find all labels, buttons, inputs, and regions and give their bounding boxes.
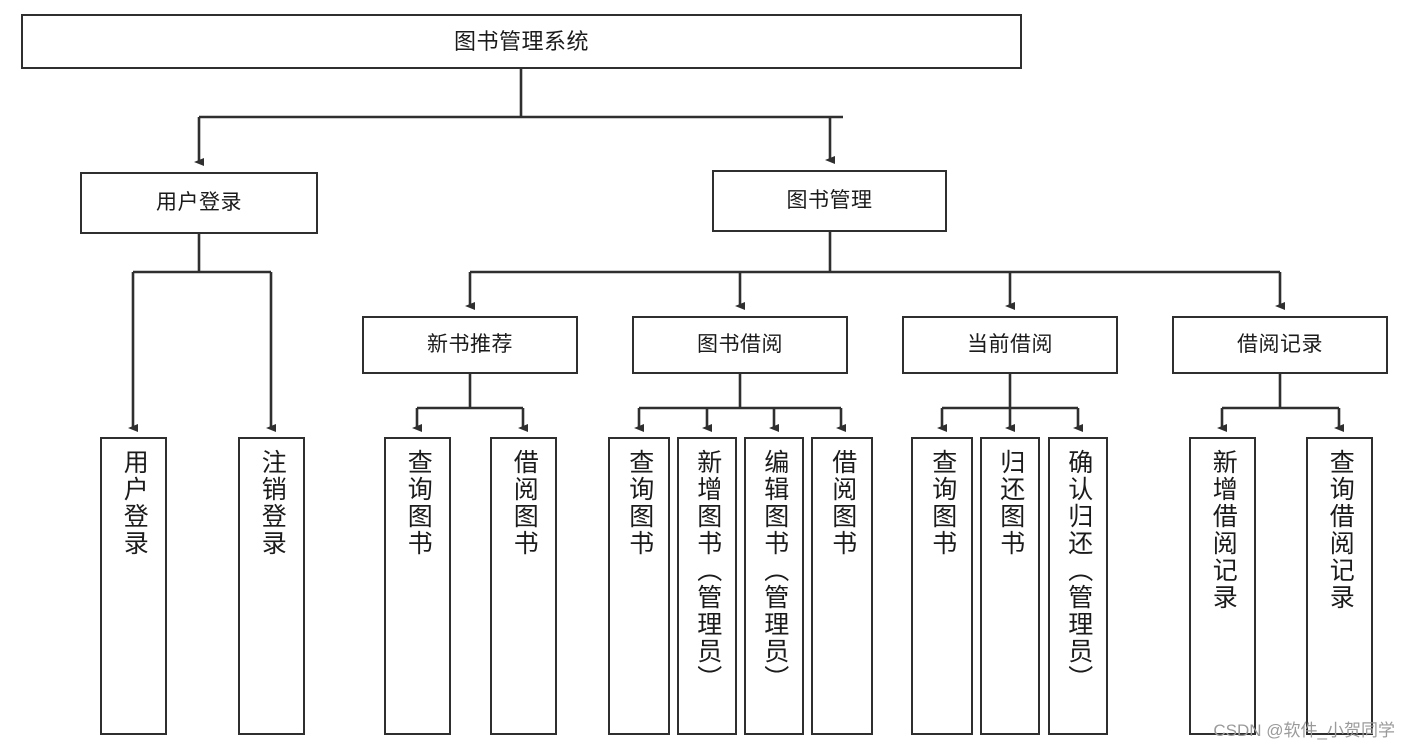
node-new-book-rec[interactable]: 新书推荐 — [362, 316, 578, 374]
node-root[interactable]: 图书管理系统 — [21, 14, 1022, 69]
node-book-manage-label: 图书管理 — [786, 188, 873, 212]
node-leaf-current-return-book[interactable]: 归还图书 — [980, 437, 1040, 735]
node-leaf-borrow-borrow-book-label: 借阅图书 — [828, 449, 857, 557]
node-leaf-record-query[interactable]: 查询借阅记录 — [1306, 437, 1373, 735]
node-leaf-current-query-book-label: 查询图书 — [928, 449, 957, 557]
node-user-login[interactable]: 用户登录 — [80, 172, 318, 234]
node-current-borrow-label: 当前借阅 — [967, 332, 1053, 356]
node-user-login-label: 用户登录 — [156, 190, 242, 214]
node-book-borrow-label: 图书借阅 — [697, 332, 783, 356]
node-book-borrow[interactable]: 图书借阅 — [632, 316, 848, 374]
node-borrow-record[interactable]: 借阅记录 — [1172, 316, 1388, 374]
node-leaf-rec-borrow-book-label: 借阅图书 — [510, 449, 539, 557]
node-leaf-current-query-book[interactable]: 查询图书 — [911, 437, 973, 735]
node-leaf-user-login[interactable]: 用户登录 — [100, 437, 167, 735]
node-leaf-user-logout[interactable]: 注销登录 — [238, 437, 305, 735]
node-new-book-rec-label: 新书推荐 — [427, 332, 513, 356]
node-root-label: 图书管理系统 — [453, 28, 589, 54]
node-leaf-borrow-query-book-label: 查询图书 — [625, 449, 654, 557]
node-current-borrow[interactable]: 当前借阅 — [902, 316, 1118, 374]
node-book-manage[interactable]: 图书管理 — [712, 170, 947, 232]
node-leaf-record-add-label: 新增借阅记录 — [1209, 449, 1238, 611]
node-leaf-record-query-label: 查询借阅记录 — [1326, 449, 1355, 611]
node-leaf-borrow-add-book-label: 新增图书（管理员） — [693, 449, 722, 692]
node-leaf-record-add[interactable]: 新增借阅记录 — [1189, 437, 1256, 735]
node-leaf-borrow-edit-book[interactable]: 编辑图书（管理员） — [744, 437, 804, 735]
node-leaf-user-login-label: 用户登录 — [120, 449, 149, 557]
node-leaf-borrow-edit-book-label: 编辑图书（管理员） — [760, 449, 789, 692]
node-leaf-current-return-book-label: 归还图书 — [996, 449, 1025, 557]
node-leaf-borrow-query-book[interactable]: 查询图书 — [608, 437, 670, 735]
node-leaf-borrow-add-book[interactable]: 新增图书（管理员） — [677, 437, 737, 735]
node-borrow-record-label: 借阅记录 — [1237, 332, 1323, 356]
node-leaf-user-logout-label: 注销登录 — [258, 449, 287, 557]
node-leaf-borrow-borrow-book[interactable]: 借阅图书 — [811, 437, 873, 735]
node-leaf-rec-query-book[interactable]: 查询图书 — [384, 437, 451, 735]
node-leaf-rec-query-book-label: 查询图书 — [404, 449, 433, 557]
node-leaf-current-confirm-return-label: 确认归还（管理员） — [1064, 449, 1093, 692]
node-leaf-current-confirm-return[interactable]: 确认归还（管理员） — [1048, 437, 1108, 735]
node-leaf-rec-borrow-book[interactable]: 借阅图书 — [490, 437, 557, 735]
